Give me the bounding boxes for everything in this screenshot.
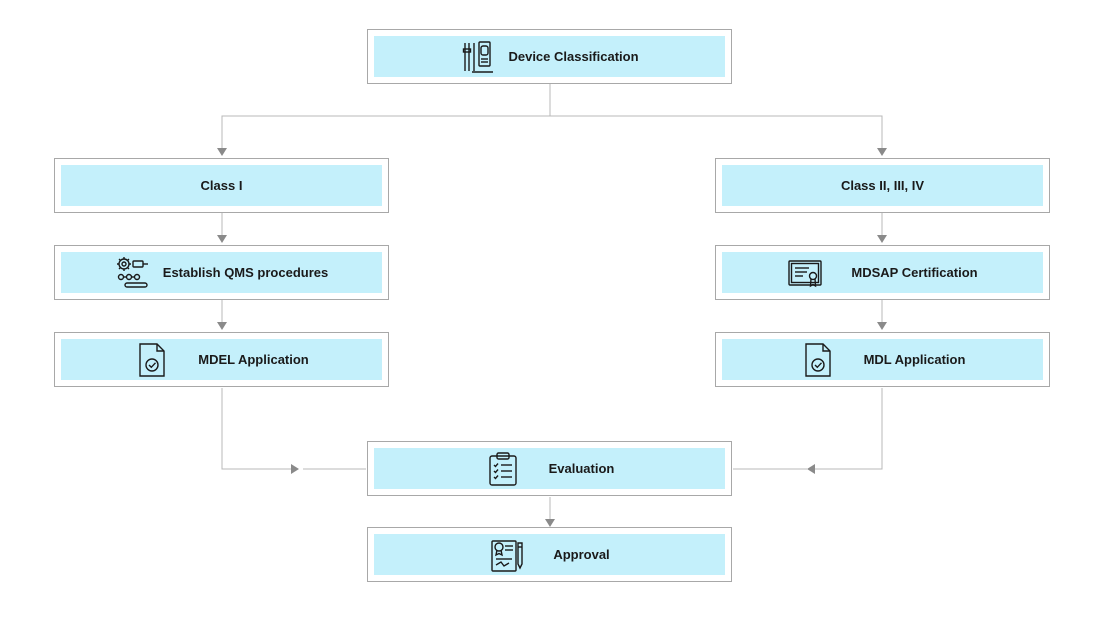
node-class-2-3-4: Class II, III, IV <box>715 158 1050 213</box>
node-label: MDEL Application <box>198 352 309 367</box>
node-label: MDSAP Certification <box>851 265 978 280</box>
node-device-classification: Device Classification <box>367 29 732 84</box>
node-evaluation: Evaluation <box>367 441 732 496</box>
node-label: Class II, III, IV <box>840 178 925 193</box>
arrowhead-mdsap <box>877 235 887 243</box>
node-label: Approval <box>553 547 610 562</box>
arrowhead-approval <box>545 519 555 527</box>
node-mdl-application: MDL Application <box>715 332 1050 387</box>
node-label: Establish QMS procedures <box>162 265 329 280</box>
node-label: Evaluation <box>548 461 615 476</box>
arrowhead-mdl <box>877 322 887 330</box>
node-label: Device Classification <box>508 49 639 64</box>
arrowhead-mdel <box>217 322 227 330</box>
clipboard-checklist-icon <box>485 451 521 487</box>
node-class-1: Class I <box>54 158 389 213</box>
node-mdel-application: MDEL Application <box>54 332 389 387</box>
arrowhead-qms <box>217 235 227 243</box>
document-check-icon <box>134 342 170 378</box>
node-approval: Approval <box>367 527 732 582</box>
arrowhead-class1 <box>217 148 227 156</box>
arrowhead-class234 <box>877 148 887 156</box>
edge-device-to-class1 <box>221 83 551 150</box>
node-establish-qms: Establish QMS procedures <box>54 245 389 300</box>
device-tools-icon <box>460 39 496 75</box>
arrowhead-right-evaluation <box>807 464 815 474</box>
approved-document-icon <box>489 537 525 573</box>
edge-device-to-class234 <box>550 115 883 150</box>
arrowhead-left-evaluation <box>291 464 299 474</box>
edge-mdl-to-evaluation <box>815 388 883 470</box>
gears-process-icon <box>115 255 151 291</box>
node-label: MDL Application <box>863 352 966 367</box>
certificate-icon <box>787 255 823 291</box>
edge-mdel-to-evaluation <box>221 388 295 470</box>
node-mdsap-certification: MDSAP Certification <box>715 245 1050 300</box>
document-check-icon <box>800 342 836 378</box>
node-label: Class I <box>200 178 243 193</box>
